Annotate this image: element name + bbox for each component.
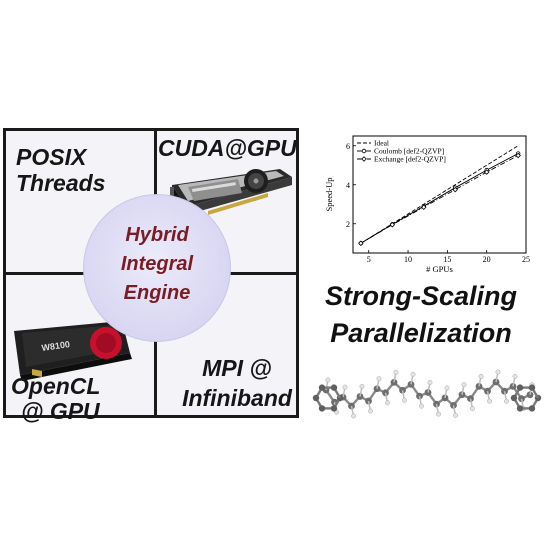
legend-marker (361, 148, 367, 154)
molecule-hydrogen-atom (419, 403, 424, 409)
backend-quadrant-diagram: POSIX Threads CUDA@GPU W8100 OpenCL @ GP… (3, 128, 299, 424)
headline-line2: Parallelization (330, 318, 512, 348)
y-tick-label: 4 (346, 181, 350, 190)
molecule-hydrogen-atom (487, 398, 492, 404)
x-tick-label: 10 (404, 255, 412, 264)
molecule-ring-atom (312, 394, 320, 402)
molecule-carbon-atom (365, 397, 372, 405)
opencl-gpu-label: OpenCL @ GPU (11, 373, 101, 424)
posix-text: POSIX (16, 144, 87, 170)
series-point-2 (358, 240, 364, 247)
molecule-hydrogen-atom (368, 408, 373, 414)
molecule-hydrogen-atom (402, 397, 407, 403)
integral-text: Integral (120, 253, 194, 275)
threads-text: Threads (16, 170, 106, 196)
legend-entry: Exchange [def2-QZVP] (374, 155, 446, 164)
molecule-ring-atom (516, 384, 524, 391)
amd-firepro-card-image: W8100 (14, 321, 132, 381)
x-tick-label: 15 (443, 255, 451, 264)
molecule-carbon-atom (475, 382, 483, 390)
x-tick-label: 25 (522, 255, 530, 264)
molecule-carbon-atom (484, 387, 491, 395)
nvidia-gpu-card-image (170, 169, 292, 215)
molecule-ring-atom (510, 394, 518, 402)
molecule-ring-atom (528, 405, 536, 412)
mpi-infiniband-label: MPI @ Infiniband (182, 355, 292, 411)
x-axis-label: # GPUs (426, 264, 453, 274)
molecule-carbon-atom (348, 402, 355, 410)
molecule-hydrogen-atom (393, 369, 399, 375)
y-tick-label: 6 (346, 142, 350, 151)
molecule-carbon-atom (416, 392, 423, 400)
molecule-hydrogen-atom (410, 371, 416, 377)
x-tick-label: 5 (367, 255, 371, 264)
molecule-hydrogen-atom (478, 373, 484, 379)
headline-line1: Strong-Scaling (324, 281, 517, 311)
molecule-hydrogen-atom (325, 377, 331, 383)
molecule-ring-atom (318, 405, 326, 412)
molecule-carbon-atom (518, 395, 525, 403)
molecule-carbon-atom (509, 383, 517, 390)
molecule-illustration (312, 369, 542, 419)
engine-text: Engine (123, 282, 191, 304)
molecule-carbon-atom (441, 394, 449, 402)
cuda-gpu-label: CUDA@GPU (158, 135, 297, 161)
molecule-ring-atom (330, 405, 338, 412)
molecule-hydrogen-atom (470, 406, 475, 412)
hybrid-engine-circle: Hybrid Integral Engine (83, 194, 231, 342)
molecule-ring-atom (330, 384, 338, 391)
molecule-hydrogen-atom (385, 400, 390, 406)
molecule-carbon-atom (382, 389, 389, 397)
molecule-hydrogen-atom (512, 373, 518, 379)
molecule-hydrogen-atom (495, 369, 501, 375)
molecule-ring-atom (516, 405, 524, 412)
series-point-2 (483, 169, 490, 175)
series-line-2 (360, 155, 519, 244)
series-point-2 (421, 204, 427, 210)
legend-entry: Coulomb [def2-QZVP] (374, 147, 444, 156)
molecule-hydrogen-atom (436, 411, 441, 417)
molecule-hydrogen-atom (453, 412, 458, 418)
plot-frame (352, 135, 527, 254)
series-point-2 (452, 186, 458, 193)
amd-card-label: W8100 (41, 339, 71, 353)
molecule-hydrogen-atom (504, 398, 509, 404)
legend-entry: Ideal (374, 139, 389, 148)
molecule-hydrogen-atom (376, 376, 382, 382)
hybrid-text: Hybrid (125, 224, 189, 246)
molecule-hydrogen-atom (427, 380, 433, 385)
molecule-hydrogen-atom (444, 385, 450, 391)
molecule-carbon-atom (450, 401, 457, 409)
molecule-hydrogen-atom (351, 413, 356, 419)
series-point-2 (389, 221, 396, 228)
x-tick-label: 20 (483, 255, 491, 264)
molecule-hydrogen-atom (359, 384, 365, 389)
y-axis-label: Speed-Up (324, 178, 334, 212)
molecule-carbon-atom (424, 389, 432, 396)
molecule-carbon-atom (373, 385, 381, 393)
molecule-hydrogen-atom (342, 384, 348, 390)
molecule-carbon-atom (467, 395, 474, 402)
molecule-hydrogen-atom (461, 382, 467, 388)
molecule-carbon-atom (407, 380, 415, 388)
molecule-carbon-atom (501, 387, 508, 395)
molecule-ring-atom (318, 384, 326, 391)
series-point-2 (515, 152, 521, 159)
y-tick-label: 2 (346, 220, 350, 229)
posix-threads-label: POSIX Threads (16, 144, 105, 196)
molecule-ring-atom (528, 384, 536, 391)
legend-marker (361, 156, 367, 162)
